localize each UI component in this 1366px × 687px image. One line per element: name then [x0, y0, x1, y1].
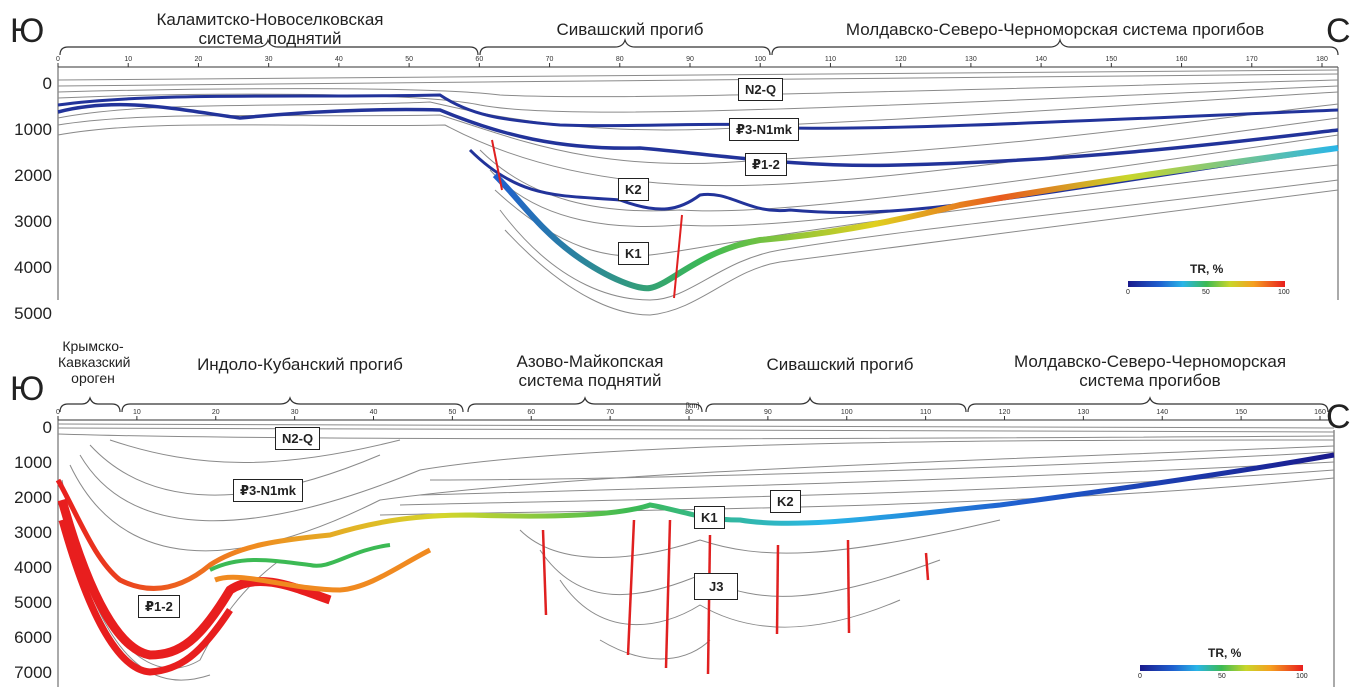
top-legend-tick-100: 100 — [1278, 289, 1290, 296]
top-km-label-170: 170 — [1246, 56, 1258, 63]
bottom-km-label-10: 10 — [133, 409, 141, 416]
top-depth-2000: 2000 — [14, 166, 52, 185]
bottom-km-label-0: 0 — [56, 409, 60, 416]
bottom-legend-tick-0: 0 — [1138, 673, 1142, 680]
bottom-km-label-20: 20 — [212, 409, 220, 416]
top-label-k2: K2 — [618, 178, 649, 201]
bottom-depth-1000: 1000 — [14, 453, 52, 472]
top-km-label-20: 20 — [195, 56, 203, 63]
bottom-legend-tick-100: 100 — [1296, 673, 1308, 680]
top-km-label-60: 60 — [475, 56, 483, 63]
bottom-region-4: Сивашский прогиб — [766, 355, 914, 374]
bottom-depth-3000: 3000 — [14, 523, 52, 542]
top-label-n2q: N2-Q — [738, 78, 784, 101]
top-region-1: Каламитско-Новоселковская система поднят… — [156, 10, 384, 48]
top-south-label: Ю — [10, 12, 45, 50]
bottom-km-label-40: 40 — [370, 409, 378, 416]
top-km-label-50: 50 — [405, 56, 413, 63]
top-km-label-160: 160 — [1176, 56, 1188, 63]
top-depth-5000: 5000 — [14, 304, 52, 323]
top-depth-3000: 3000 — [14, 212, 52, 231]
top-label-k1: K1 — [618, 242, 649, 265]
bottom-depth-7000: 7000 — [14, 663, 52, 682]
bottom-km-label-80: 80 — [685, 409, 693, 416]
bottom-south-label: Ю — [10, 370, 45, 408]
bottom-label-pg3n1mk: ₽3-N1mk — [233, 479, 304, 502]
top-km-label-120: 120 — [895, 56, 907, 63]
bottom-km-label-130: 130 — [1078, 409, 1090, 416]
bottom-km-label-120: 120 — [999, 409, 1011, 416]
bottom-km-label-70: 70 — [606, 409, 614, 416]
bottom-legend-tick-50: 50 — [1218, 673, 1226, 680]
top-km-label-100: 100 — [754, 56, 766, 63]
bottom-label-k1: K1 — [694, 506, 725, 529]
top-legend-title: TR, % — [1190, 262, 1224, 276]
top-km-label-130: 130 — [965, 56, 977, 63]
top-region-3: Молдавско-Северо-Черноморская система пр… — [845, 20, 1265, 39]
top-km-label-70: 70 — [546, 56, 554, 63]
top-legend-tick-50: 50 — [1202, 289, 1210, 296]
top-km-label-140: 140 — [1035, 56, 1047, 63]
top-km-label-110: 110 — [825, 56, 836, 63]
bottom-region-1: Крымско- Кавказский ороген — [58, 338, 131, 386]
top-legend-tick-0: 0 — [1126, 289, 1130, 296]
bottom-north-label: С — [1326, 398, 1351, 436]
bottom-km-label-110: 110 — [920, 409, 931, 416]
top-km-label-80: 80 — [616, 56, 624, 63]
bottom-label-j3: J3 — [694, 573, 739, 600]
bottom-label-k2: K2 — [770, 490, 801, 513]
top-depth-1000: 1000 — [14, 120, 52, 139]
top-km-label-10: 10 — [124, 56, 132, 63]
bottom-legend-title: TR, % — [1208, 646, 1242, 660]
top-km-label-90: 90 — [686, 56, 694, 63]
bottom-label-n2q: N2-Q — [275, 427, 321, 450]
bottom-km-label-100: 100 — [841, 409, 853, 416]
top-km-label-180: 180 — [1316, 56, 1328, 63]
bottom-km-label-150: 150 — [1235, 409, 1247, 416]
top-km-label-30: 30 — [265, 56, 273, 63]
bottom-label-pg12: ₽1-2 — [138, 595, 180, 618]
top-region-2: Сивашский прогиб — [556, 20, 704, 39]
top-km-label-150: 150 — [1105, 56, 1117, 63]
top-label-pg3n1mk: ₽3-N1mk — [729, 118, 800, 141]
bottom-depth-4000: 4000 — [14, 558, 52, 577]
top-section: 0 10 20 30 40 50 60 70 80 90 100 110 120 130 140 150 160… — [56, 37, 1339, 316]
bottom-km-label-160: 160 — [1314, 409, 1326, 416]
bottom-km-axis: 0 10 20 30 40 50 60 70 80 90 100 110 120 130 140 150 160 — [56, 409, 1326, 420]
top-depth-0: 0 — [42, 74, 52, 93]
bottom-km-label-30: 30 — [291, 409, 299, 416]
top-north-label: С — [1326, 12, 1351, 50]
bottom-km-unit: [km] — [686, 403, 700, 410]
top-label-pg12: ₽1-2 — [745, 153, 787, 176]
bottom-region-3: Азово-Майкопская система поднятий — [516, 352, 664, 390]
top-km-axis: 0 10 20 30 40 50 60 70 80 90 100 110 120 130 140 150 160… — [56, 56, 1328, 67]
bottom-km-label-60: 60 — [527, 409, 535, 416]
bottom-region-5: Молдавско-Северо-Черноморская система пр… — [1013, 352, 1287, 390]
bottom-km-label-140: 140 — [1156, 409, 1168, 416]
top-km-label-0: 0 — [56, 56, 60, 63]
bottom-depth-6000: 6000 — [14, 628, 52, 647]
top-km-label-40: 40 — [335, 56, 343, 63]
bottom-km-label-90: 90 — [764, 409, 772, 416]
bottom-depth-5000: 5000 — [14, 593, 52, 612]
bottom-depth-0: 0 — [42, 418, 52, 437]
top-depth-4000: 4000 — [14, 258, 52, 277]
bottom-region-2: Индоло-Кубанский прогиб — [197, 355, 403, 374]
bottom-depth-2000: 2000 — [14, 488, 52, 507]
bottom-section: 0 10 20 30 40 50 60 70 80 90 100 110 120 130 140 150 160 — [55, 396, 1335, 687]
bottom-km-label-50: 50 — [448, 409, 456, 416]
